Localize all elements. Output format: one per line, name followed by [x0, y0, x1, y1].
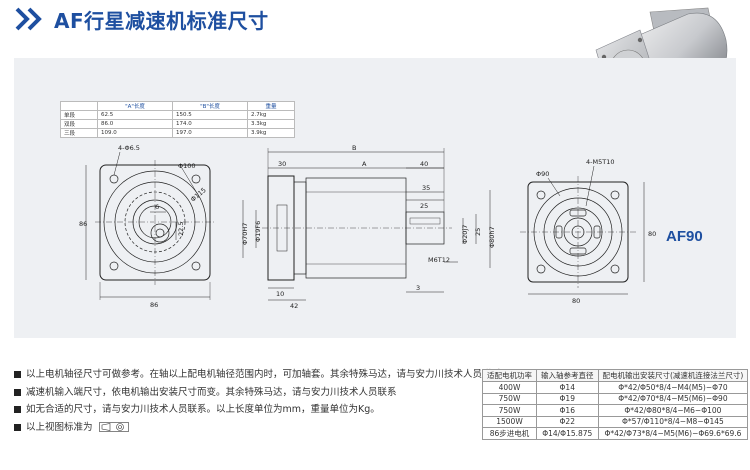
- rear-thread-label: 4-M5T10: [586, 158, 614, 166]
- front-hole-label: 4-Φ6.5: [118, 144, 140, 152]
- side-d25v-label: 25: [474, 228, 482, 236]
- table-cell: 3.9kg: [247, 128, 295, 138]
- table-header-row: 适配电机功率 输入轴参考直径 配电机输出安装尺寸(减速机连接法兰尺寸): [482, 369, 749, 382]
- note-text: 如无合适的尺寸，请与安力川技术人员联系。以上长度单位为mm，重量单位为Kg。: [26, 404, 380, 415]
- table-cell: Φ16: [536, 404, 599, 417]
- front-height-label: 86: [79, 220, 87, 228]
- double-chevron-icon: [15, 7, 42, 31]
- table-header: 适配电机功率: [482, 369, 537, 382]
- note-text: 以上电机轴径尺寸可做参考。在轴以上配电机轴径范围内时，可加轴套。其余特殊马达，请…: [26, 369, 502, 380]
- front-pcd-label: Φ100: [178, 162, 196, 170]
- table-row: 750W Φ16 Φ*42/Φ80*8/4−M6−Φ100: [482, 404, 749, 417]
- table-cell: Φ*42/Φ80*8/4−M6−Φ100: [597, 404, 749, 417]
- front-width-label: 86: [150, 301, 158, 309]
- table-cell: Φ*42/Φ73*8/4−M5(M6)−Φ69.6*69.6: [597, 427, 749, 440]
- table-row: 750W Φ19 Φ*42/Φ70*8/4−M5(M6)−Φ90: [482, 392, 749, 405]
- model-label: AF90: [666, 228, 703, 245]
- table-cell: 400W: [482, 381, 537, 394]
- table-row: 三段 109.0 197.0 3.9kg: [60, 128, 295, 138]
- table-row: 400W Φ14 Φ*42/Φ50*8/4−M4(M5)−Φ70: [482, 381, 749, 394]
- bullet-icon: [14, 388, 21, 396]
- rear-view: [520, 165, 645, 295]
- side-view: [242, 148, 491, 301]
- table-row: 单段 62.5 150.5 2.7kg: [60, 110, 295, 120]
- side-b-label: B: [352, 144, 356, 152]
- table-header: 输入轴参考直径: [536, 369, 599, 382]
- front-view: [85, 151, 215, 300]
- bullet-icon: [14, 371, 21, 379]
- side-m6-label: M6T12: [428, 256, 450, 264]
- table-cell: Φ*42/Φ70*8/4−M5(M6)−Φ90: [597, 392, 749, 405]
- note-item: 如无合适的尺寸，请与安力川技术人员联系。以上长度单位为mm，重量单位为Kg。: [14, 401, 501, 419]
- side-d3-label: 3: [416, 284, 420, 292]
- page-title: AF行星减速机标准尺寸: [54, 8, 269, 33]
- projection-symbol-icon: [98, 422, 129, 433]
- rear-phi90-label: Φ90: [536, 170, 549, 178]
- front-pcd-small-label: Φ115: [189, 186, 208, 203]
- side-phi20-label: Φ20j7: [461, 225, 469, 244]
- page-header: AF行星减速机标准尺寸: [14, 4, 269, 34]
- table-cell: 86步进电机: [482, 427, 537, 440]
- side-d35-label: 35: [422, 184, 430, 192]
- table-cell: Φ19: [536, 392, 599, 405]
- table-cell: Φ*57/Φ110*8/4−M8−Φ145: [597, 415, 749, 428]
- front-dim-225: 22.5: [177, 222, 185, 236]
- table-cell: 1500W: [482, 415, 537, 428]
- side-d42-label: 42: [290, 302, 298, 310]
- side-phi80-label: Φ80h7: [488, 226, 496, 248]
- side-d40-label: 40: [420, 160, 428, 168]
- table-header: 配电机输出安装尺寸(减速机连接法兰尺寸): [597, 369, 749, 382]
- notes-list: 以上电机轴径尺寸可做参考。在轴以上配电机轴径范围内时，可加轴套。其余特殊马达，请…: [14, 366, 501, 436]
- note-item: 以上视图标准为: [14, 419, 501, 437]
- side-d30-label: 30: [278, 160, 286, 168]
- table-cell: Φ14: [536, 381, 599, 394]
- side-phi19-label: Φ19F6: [254, 221, 262, 242]
- side-phi70-label: Φ70H7: [241, 223, 249, 245]
- note-text: 减速机输入端尺寸，依电机输出安装尺寸而变。其余特殊马达，请与安力川技术人员联系: [26, 386, 397, 398]
- table-cell: Φ*42/Φ50*8/4−M4(M5)−Φ70: [597, 381, 749, 394]
- note-item: 减速机输入端尺寸，依电机输出安装尺寸而变。其余特殊马达，请与安力川技术人员联系: [14, 384, 501, 402]
- table-cell: 750W: [482, 392, 537, 405]
- front-key-label: 6: [155, 203, 159, 211]
- rear-height-label: 80: [648, 230, 656, 238]
- rear-width-label: 80: [572, 297, 580, 305]
- length-table: "A"长度 "B"长度 重量 单段 62.5 150.5 2.7kg 双段 86…: [60, 101, 295, 138]
- side-a-label: A: [362, 160, 367, 168]
- motor-table: 适配电机功率 输入轴参考直径 配电机输出安装尺寸(减速机连接法兰尺寸) 400W…: [482, 369, 749, 440]
- table-row: 86步进电机 Φ14/Φ15.875 Φ*42/Φ73*8/4−M5(M6)−Φ…: [482, 427, 749, 440]
- side-d25-label: 25: [420, 202, 428, 210]
- bullet-icon: [14, 423, 21, 431]
- table-row: 1500W Φ22 Φ*57/Φ110*8/4−M8−Φ145: [482, 415, 749, 428]
- table-cell: Φ22: [536, 415, 599, 428]
- note-text: 以上视图标准为: [26, 421, 93, 433]
- side-d10-label: 10: [276, 290, 284, 298]
- table-row: 双段 86.0 174.0 3.3kg: [60, 119, 295, 129]
- bullet-icon: [14, 406, 21, 414]
- table-cell: Φ14/Φ15.875: [536, 427, 599, 440]
- table-cell: 750W: [482, 404, 537, 417]
- note-item: 以上电机轴径尺寸可做参考。在轴以上配电机轴径范围内时，可加轴套。其余特殊马达，请…: [14, 366, 501, 384]
